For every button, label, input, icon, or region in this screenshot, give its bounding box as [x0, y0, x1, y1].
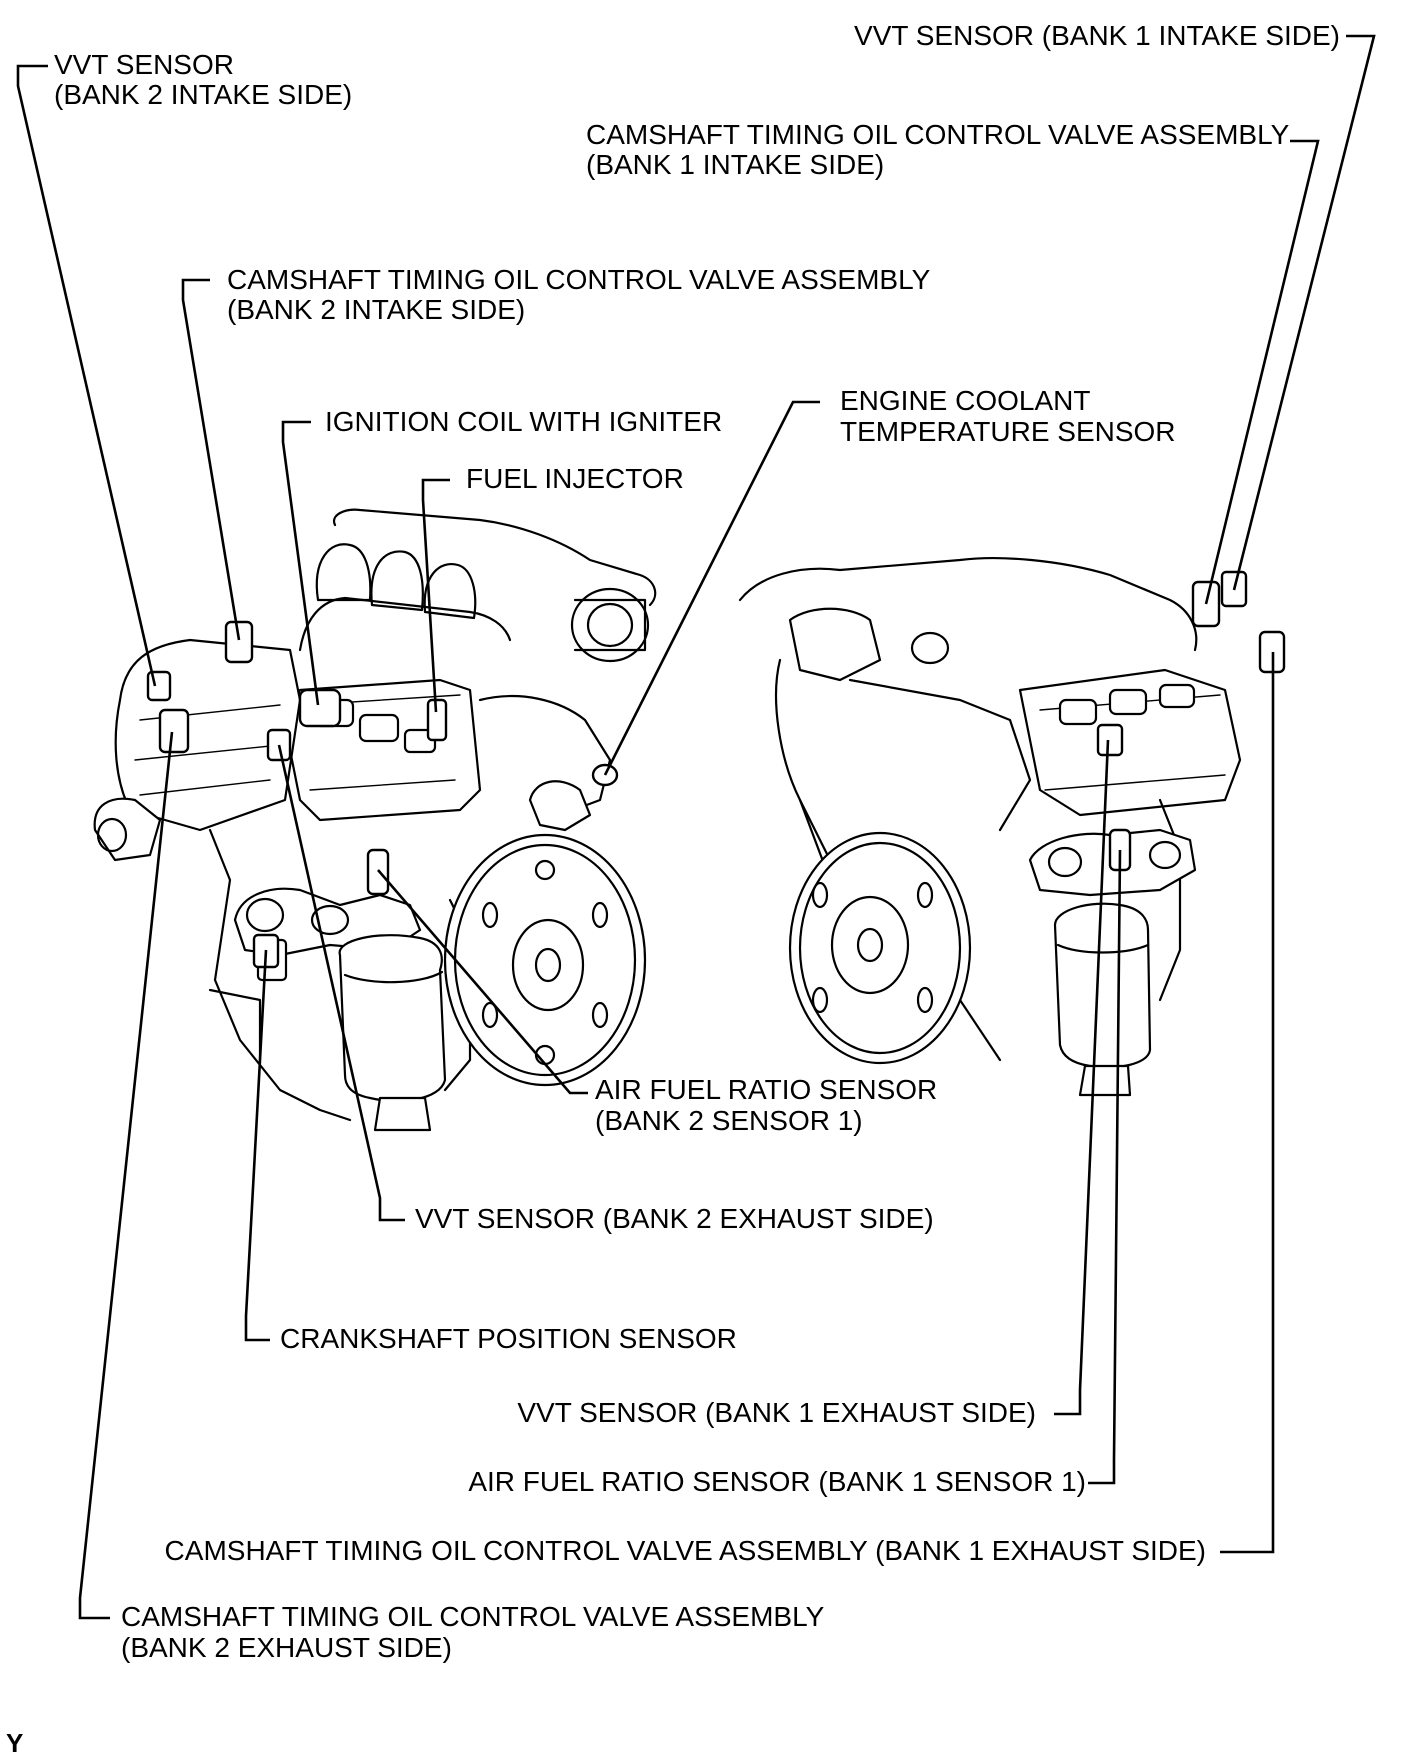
callout-labels: VVT SENSOR (BANK 2 INTAKE SIDE) VVT SENS…	[6, 20, 1340, 1758]
label-vvt-sensor-bank1-exhaust: VVT SENSOR (BANK 1 EXHAUST SIDE)	[517, 1397, 1036, 1428]
label-vvt-sensor-bank2-intake: VVT SENSOR (BANK 2 INTAKE SIDE)	[54, 49, 352, 110]
label-ocv-bank2-intake: CAMSHAFT TIMING OIL CONTROL VALVE ASSEMB…	[227, 264, 938, 325]
right-engine-illustration	[738, 557, 1242, 1097]
ignition-coil-part	[298, 688, 342, 728]
vvt-sensor-bank1-exhaust-part	[1096, 723, 1124, 757]
label-vvt-sensor-bank2-exhaust: VVT SENSOR (BANK 2 EXHAUST SIDE)	[415, 1203, 934, 1234]
fuel-injector-part	[426, 698, 448, 742]
label-ect-sensor: ENGINE COOLANT TEMPERATURE SENSOR	[840, 385, 1176, 447]
left-engine-illustration	[93, 508, 657, 1132]
ocv-bank2-exhaust-part	[158, 708, 190, 754]
left-engine-sensors	[146, 620, 619, 969]
vvt-sensor-bank2-intake-part	[146, 670, 172, 702]
label-ocv-bank2-exhaust: CAMSHAFT TIMING OIL CONTROL VALVE ASSEMB…	[121, 1601, 832, 1663]
label-crankshaft-position-sensor: CRANKSHAFT POSITION SENSOR	[280, 1323, 737, 1354]
label-ocv-bank1-exhaust: CAMSHAFT TIMING OIL CONTROL VALVE ASSEMB…	[165, 1535, 1206, 1566]
ocv-bank2-intake-part	[224, 620, 254, 664]
leader-lines	[16, 34, 1376, 1620]
label-ignition-coil: IGNITION COIL WITH IGNITER	[325, 406, 722, 437]
figure-code: Y	[6, 1728, 23, 1758]
label-ocv-bank1-intake: CAMSHAFT TIMING OIL CONTROL VALVE ASSEMB…	[586, 119, 1297, 180]
label-fuel-injector: FUEL INJECTOR	[466, 463, 684, 494]
label-af-sensor-bank2: AIR FUEL RATIO SENSOR (BANK 2 SENSOR 1)	[595, 1074, 945, 1136]
label-af-sensor-bank1: AIR FUEL RATIO SENSOR (BANK 1 SENSOR 1)	[468, 1466, 1086, 1497]
af-sensor-bank2-part	[366, 848, 390, 896]
label-vvt-sensor-bank1-intake: VVT SENSOR (BANK 1 INTAKE SIDE)	[854, 20, 1340, 51]
